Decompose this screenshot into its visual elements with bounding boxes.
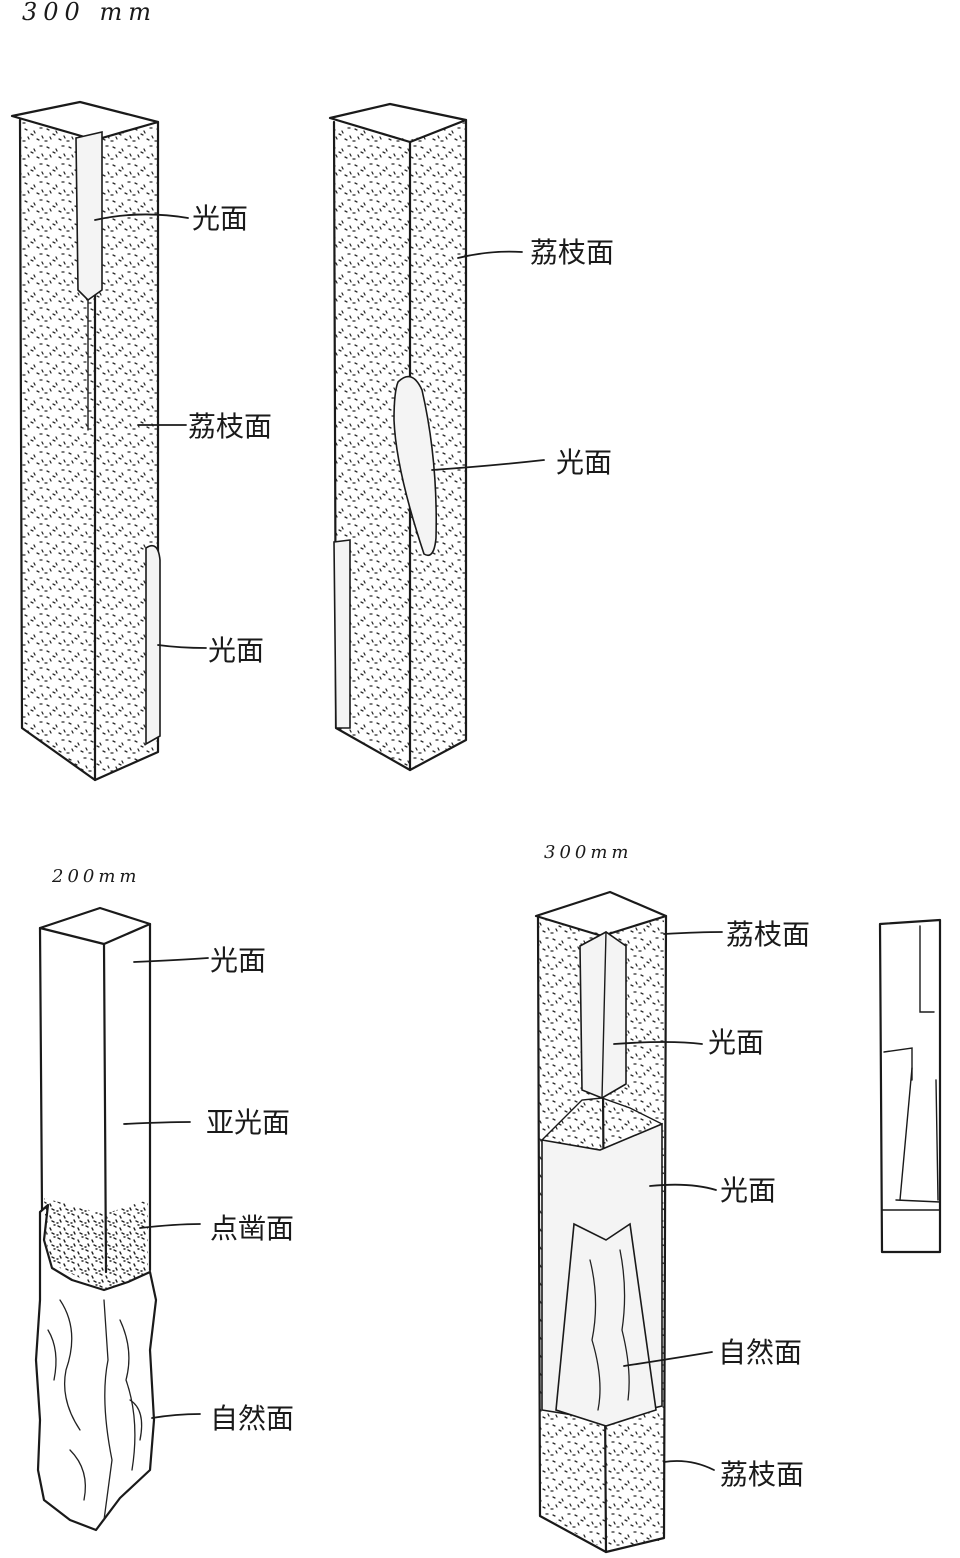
dimension-label-bottom-right: 300mm [544,842,633,863]
post-3-label-natural: 自然面 [210,1402,294,1435]
post-4-natural-inset [555,1222,657,1427]
post-2-polished-strip [333,539,351,729]
post-3-pitted-zone [44,1198,148,1290]
post-1-textured-faces [20,120,158,780]
post-3-natural-base [34,1203,158,1532]
post-4-label-bush-hammered-bottom: 荔枝面 [720,1458,804,1491]
post-sketch-3: 光面 亚光面 点凿面 自然面 [34,906,294,1532]
post-4-label-natural: 自然面 [718,1336,802,1369]
post-4-label-bush-hammered-top: 荔枝面 [726,918,810,951]
post-1-label-bush-hammered: 荔枝面 [188,410,272,443]
post-3-label-honed: 亚光面 [206,1106,290,1139]
dimension-label-top-left: 300 mm [22,0,157,26]
post-2-label-polished: 光面 [556,446,612,479]
post-3-top-face [38,906,152,946]
dimension-label-bottom-left: 200mm [51,866,141,887]
post-1-polished-strip-bottom [145,544,161,746]
post-4-label-polished-inset: 光面 [708,1026,764,1059]
post-3-label-point-chiselled: 点凿面 [210,1212,294,1245]
post-1-polished-strip-top [75,130,103,302]
post-sketch-2: 荔枝面 光面 [328,102,614,772]
side-elevation-detail [878,918,942,1254]
post-2-label-bush-hammered: 荔枝面 [530,236,614,269]
post-1-label-polished-top: 光面 [192,202,248,235]
post-sketch-1: 光面 荔枝面 光面 [10,100,272,782]
post-4-label-polished-band: 光面 [720,1174,776,1207]
post-1-label-polished-bottom: 光面 [208,634,264,667]
post-3-label-polished: 光面 [210,944,266,977]
post-2-polished-oval [393,375,438,557]
post-sketch-4: 荔枝面 光面 光面 自然面 荔枝面 [534,890,810,1554]
